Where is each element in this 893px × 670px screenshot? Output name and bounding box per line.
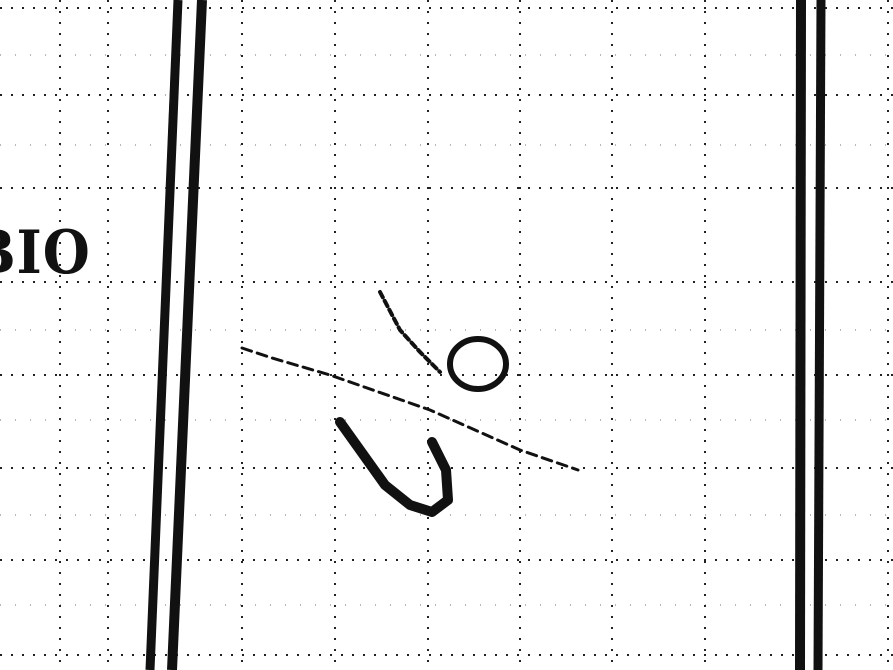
pencil-stroke [240, 346, 580, 472]
pencil-stroke [378, 290, 442, 374]
right-double-rule [795, 0, 826, 670]
pencil-loop [447, 336, 509, 392]
row-label-text: BIO [0, 218, 91, 288]
pencil-hook [335, 417, 453, 517]
left-double-rule [144, 0, 207, 670]
